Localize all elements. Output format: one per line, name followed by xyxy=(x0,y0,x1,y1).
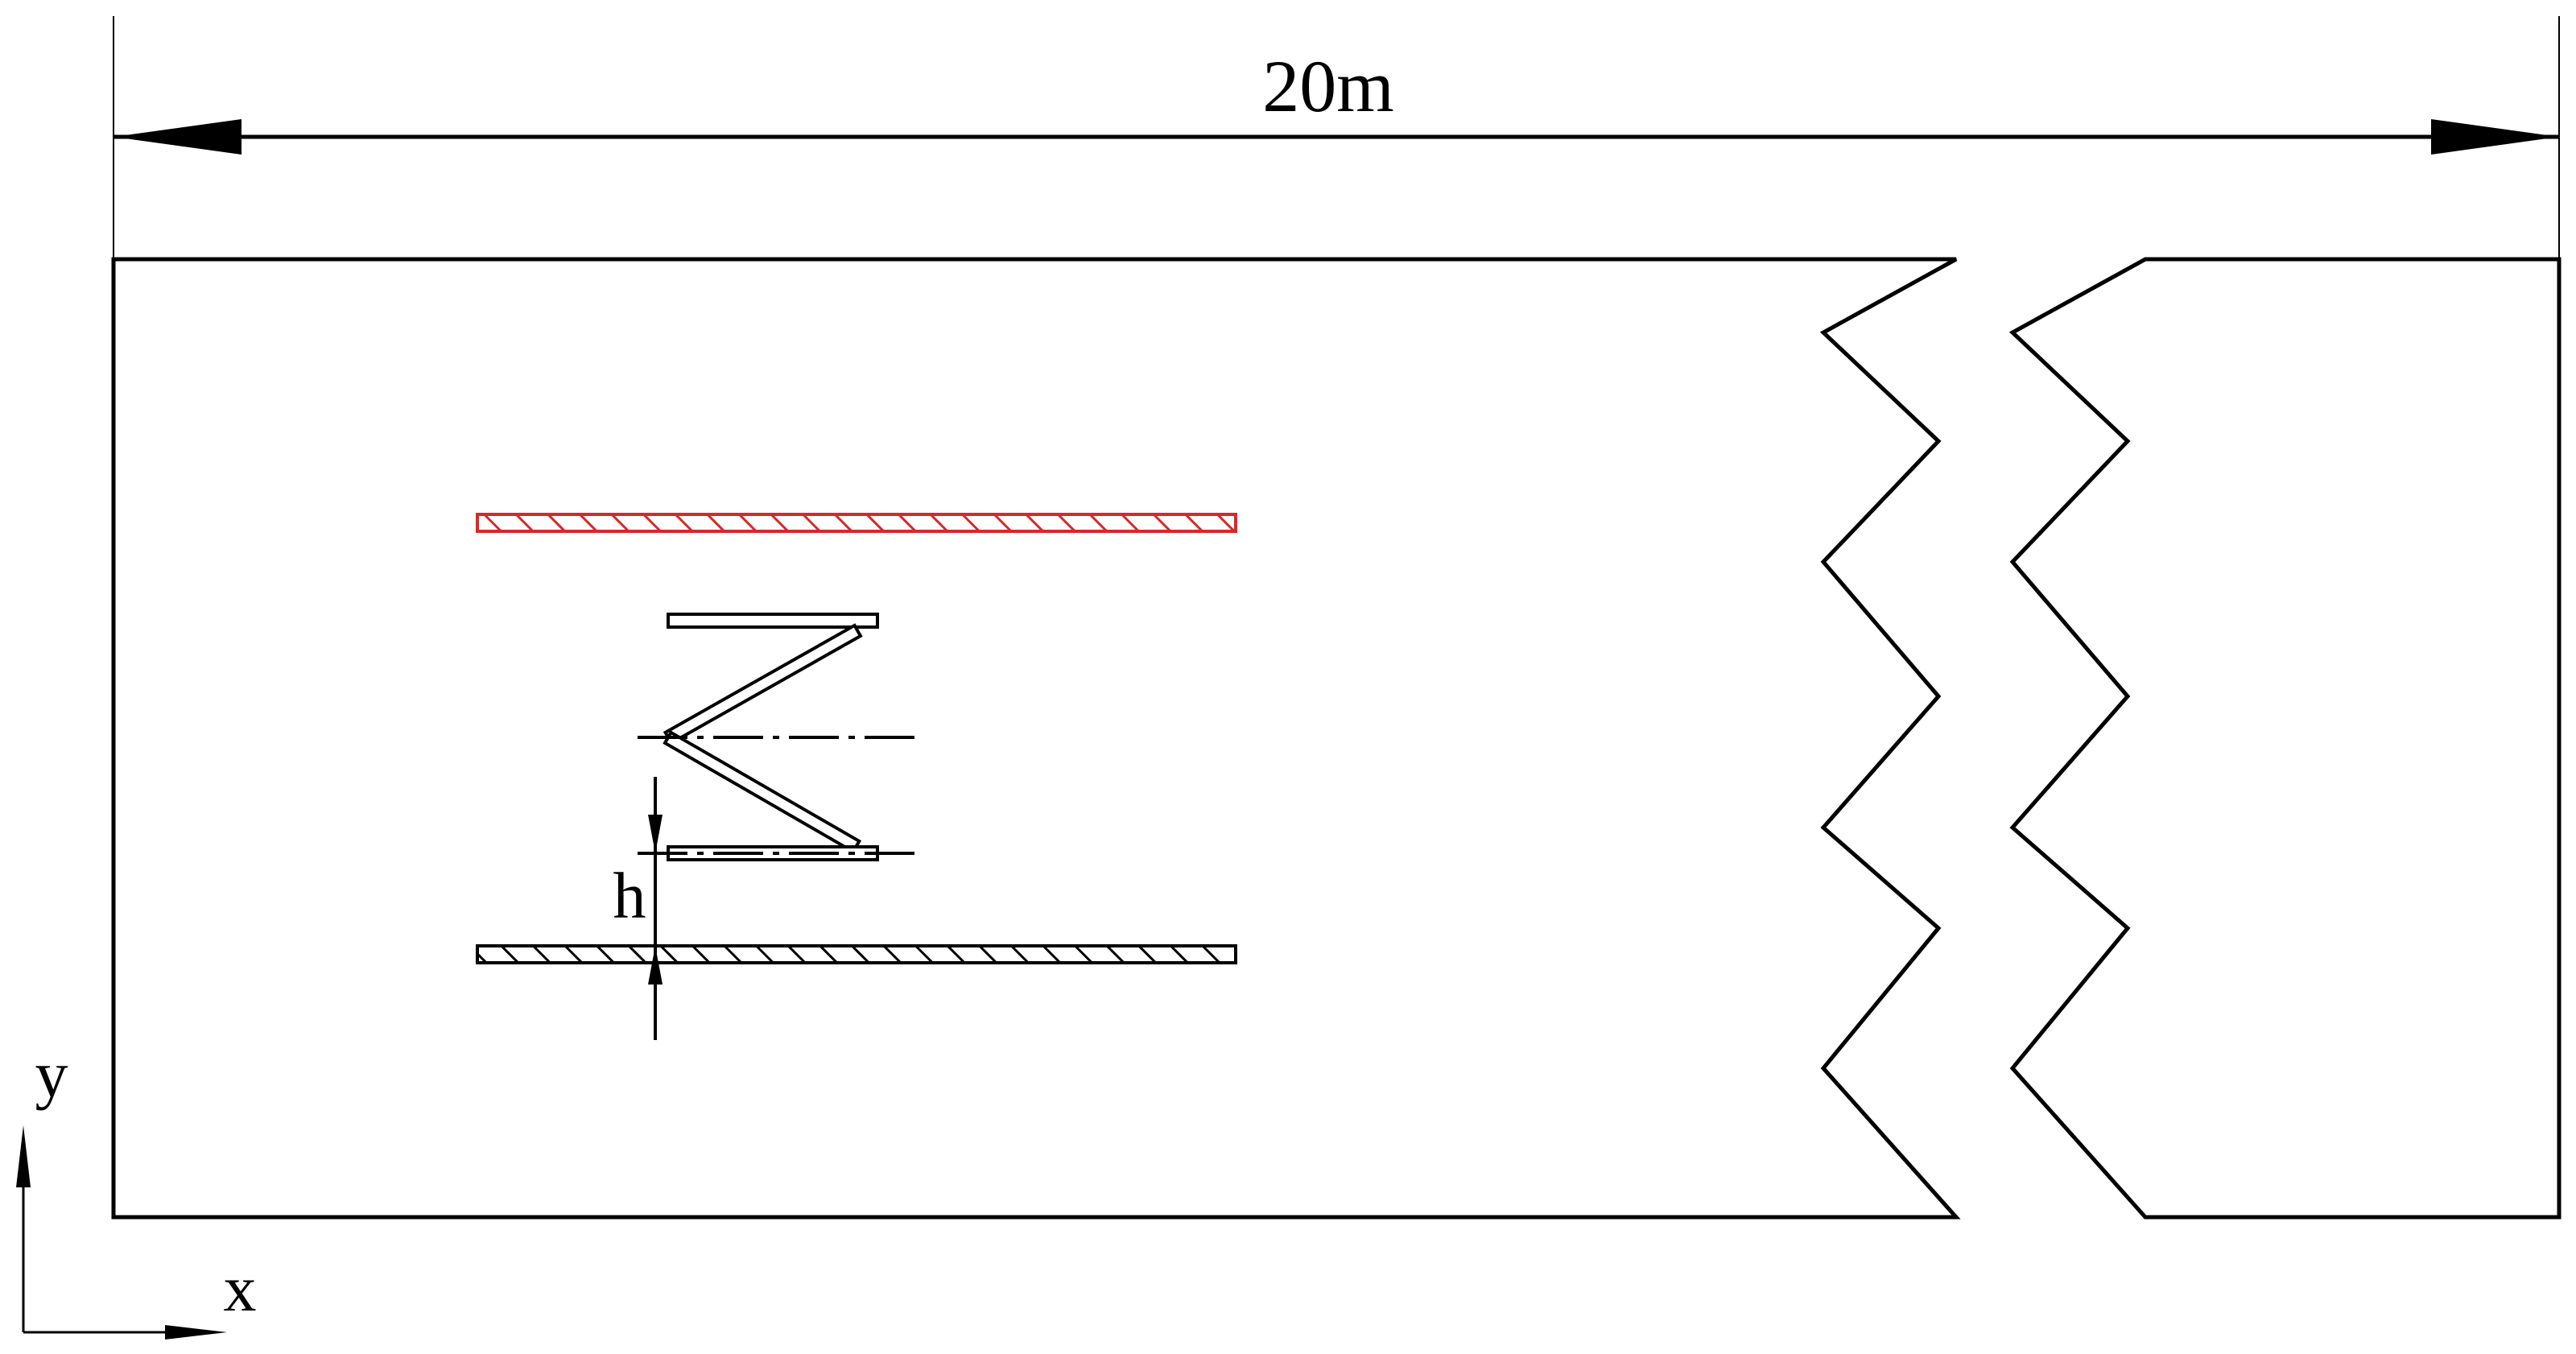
lower-plate xyxy=(476,944,1237,964)
axis-y-arrow xyxy=(16,1125,31,1187)
upper-plate-red xyxy=(476,513,1237,533)
domain-left-section xyxy=(111,257,1961,1220)
domain-length-label: 20m xyxy=(1262,45,1394,127)
gap-arrow-top xyxy=(648,815,663,853)
coordinate-axes: y x xyxy=(16,1038,257,1340)
domain-length-dimension: 20m xyxy=(113,16,2560,259)
foil-inclined-up xyxy=(663,623,863,745)
gap-arrow-bottom xyxy=(648,946,663,985)
axis-y-label: y xyxy=(35,1038,68,1111)
foil-inclined-down xyxy=(663,730,862,854)
foil-top-position xyxy=(667,613,879,629)
dimension-arrow-right xyxy=(2431,119,2559,155)
axis-x-label: x xyxy=(224,1252,257,1325)
axis-x-arrow xyxy=(165,1325,227,1340)
domain-boundary xyxy=(111,257,2562,1220)
dimension-arrow-left xyxy=(114,119,242,155)
foil-positions xyxy=(638,613,916,861)
gap-height-dimension: h xyxy=(613,777,663,1040)
domain-right-section xyxy=(2008,257,2562,1220)
gap-height-label: h xyxy=(613,859,646,932)
